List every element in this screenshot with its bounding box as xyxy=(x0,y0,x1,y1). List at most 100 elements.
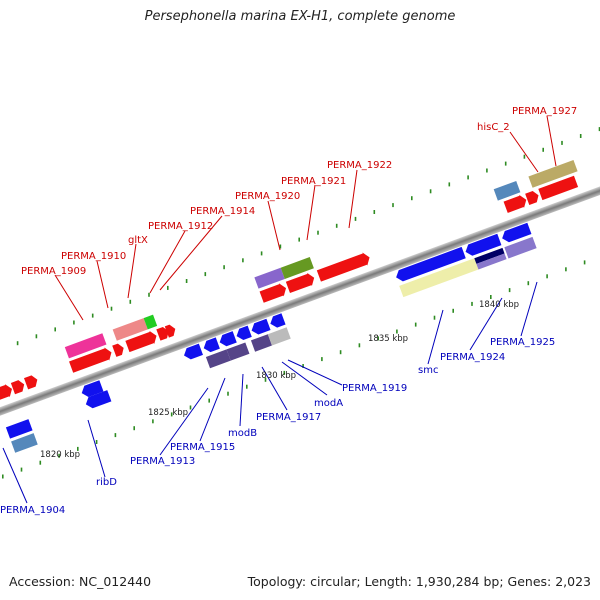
gene-feature[interactable] xyxy=(538,175,579,201)
guide-dot xyxy=(373,210,376,214)
gene-feature[interactable] xyxy=(112,342,126,357)
gene-label[interactable]: modB xyxy=(228,428,257,439)
gene-feature[interactable] xyxy=(84,390,112,410)
guide-dot xyxy=(246,384,248,389)
gene-feature[interactable] xyxy=(218,331,237,348)
guide-dot xyxy=(598,127,600,132)
gene-label[interactable]: PERMA_1912 xyxy=(148,221,213,232)
gene-feature[interactable] xyxy=(493,181,521,201)
gene-feature[interactable] xyxy=(500,222,532,244)
gene-label[interactable]: PERMA_1904 xyxy=(0,505,65,516)
gene-feature[interactable] xyxy=(164,323,178,338)
gene-feature[interactable] xyxy=(504,236,537,259)
gene-label[interactable]: PERMA_1919 xyxy=(342,383,407,394)
guide-dot xyxy=(110,306,113,311)
gene-label[interactable]: PERMA_1913 xyxy=(130,456,195,467)
gene-label[interactable]: PERMA_1920 xyxy=(235,191,300,202)
gene-label[interactable]: PERMA_1909 xyxy=(21,266,86,277)
gene-label[interactable]: hisC_2 xyxy=(477,122,510,133)
guide-dot xyxy=(242,258,244,263)
guide-dot xyxy=(283,370,286,375)
gene-feature[interactable] xyxy=(268,313,286,329)
guide-dot xyxy=(561,140,563,145)
gene-label[interactable]: PERMA_1927 xyxy=(512,106,577,117)
guide-dot xyxy=(448,182,451,187)
guide-dot xyxy=(114,433,117,438)
gene-feature[interactable] xyxy=(503,193,528,214)
gene-feature[interactable] xyxy=(226,342,250,361)
guide-dot xyxy=(204,272,207,277)
guide-dot xyxy=(452,308,454,313)
guide-dot xyxy=(189,405,192,410)
guide-dot xyxy=(339,350,342,355)
gene-label[interactable]: PERMA_1921 xyxy=(281,176,346,187)
gene-feature[interactable] xyxy=(394,246,466,283)
guide-dot xyxy=(264,377,267,382)
gene-feature[interactable] xyxy=(11,433,38,453)
guide-dot xyxy=(167,285,169,290)
gene-label[interactable]: PERMA_1910 xyxy=(61,251,126,262)
gene-label[interactable]: PERMA_1924 xyxy=(440,352,505,363)
gene-feature[interactable] xyxy=(285,271,316,294)
gene-feature[interactable] xyxy=(399,258,479,298)
guide-dot xyxy=(504,161,507,166)
tick-label: 1820 kbp xyxy=(40,450,80,460)
gene-feature[interactable] xyxy=(156,326,170,341)
gene-feature[interactable] xyxy=(64,333,107,359)
gene-label[interactable]: PERMA_1917 xyxy=(256,412,321,423)
gene-feature[interactable] xyxy=(69,346,114,374)
guide-dot xyxy=(377,336,379,341)
tick-label: 1835 kbp xyxy=(368,334,408,344)
gene-label[interactable]: modA xyxy=(314,398,343,409)
guide-dot xyxy=(54,327,56,332)
gene-label[interactable]: PERMA_1914 xyxy=(190,206,255,217)
gene-feature[interactable] xyxy=(267,327,291,346)
gene-label[interactable]: smc xyxy=(418,365,438,376)
guide-dot xyxy=(77,446,79,451)
guide-dot xyxy=(414,322,417,327)
gene-feature[interactable] xyxy=(182,343,203,361)
gene-feature[interactable] xyxy=(23,374,39,390)
gene-feature[interactable] xyxy=(474,247,505,264)
gene-feature[interactable] xyxy=(525,190,540,205)
gene-labels: PERMA_1909 PERMA_1910 gltX PERMA_1912 PE… xyxy=(0,106,577,516)
guide-dot xyxy=(73,320,75,325)
gene-feature[interactable] xyxy=(259,282,288,304)
gene-feature[interactable] xyxy=(254,267,285,289)
gene-feature[interactable] xyxy=(463,233,502,258)
gene-feature[interactable] xyxy=(280,256,314,279)
gene-label[interactable]: ribD xyxy=(96,477,117,488)
guide-dot xyxy=(429,189,432,194)
gene-feature[interactable] xyxy=(316,251,372,283)
gene-feature[interactable] xyxy=(250,334,272,352)
backbone xyxy=(0,172,600,429)
gene-feature[interactable] xyxy=(5,419,33,439)
guide-dot xyxy=(39,460,42,465)
gene-feature[interactable] xyxy=(143,314,158,330)
gene-label[interactable]: PERMA_1915 xyxy=(170,442,235,453)
gene-label[interactable]: gltX xyxy=(128,235,148,246)
gene-feature[interactable] xyxy=(10,379,26,395)
gene-feature[interactable] xyxy=(528,159,578,188)
guide-dot xyxy=(91,313,94,318)
guide-dot xyxy=(354,216,357,221)
guide-dot xyxy=(523,154,526,159)
gene-feature[interactable] xyxy=(0,382,14,407)
gene-label[interactable]: PERMA_1925 xyxy=(490,337,555,348)
tick-label: 1825 kbp xyxy=(148,408,188,418)
gene-feature[interactable] xyxy=(235,325,252,342)
guide-dot xyxy=(279,244,282,249)
guide-dot xyxy=(16,341,19,346)
gene-feature[interactable] xyxy=(202,337,220,353)
gene-feature[interactable] xyxy=(250,318,271,336)
gene-feature[interactable] xyxy=(125,329,159,353)
tick-labels: 1820 kbp 1825 kbp 1830 kbp 1835 kbp 1840… xyxy=(40,300,519,460)
gene-feature[interactable] xyxy=(112,318,148,341)
gene-feature[interactable] xyxy=(80,380,104,399)
gene-feature[interactable] xyxy=(205,349,231,369)
gene-feature[interactable] xyxy=(476,253,507,270)
gene-label[interactable]: PERMA_1922 xyxy=(327,160,392,171)
guide-dot xyxy=(298,237,300,242)
feature-track xyxy=(0,159,579,453)
